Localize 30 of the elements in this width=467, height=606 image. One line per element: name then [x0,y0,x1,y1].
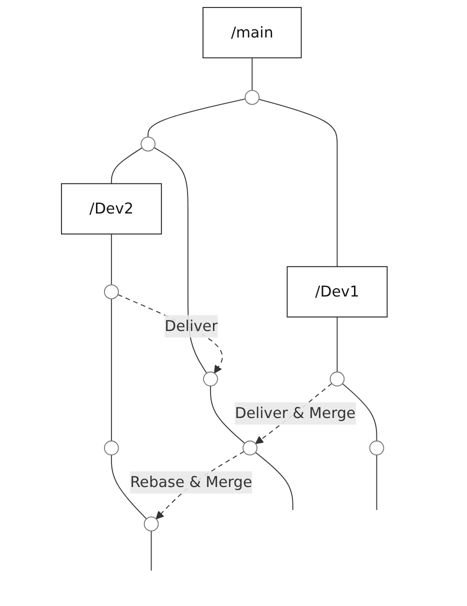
node-box: /main [203,7,302,58]
node-octagon [245,90,260,105]
node-octagon [141,136,156,152]
connector [154,147,208,374]
connector [255,452,294,510]
node-octagon [104,440,120,456]
node-box: /Dev2 [61,183,162,234]
edge-label: Deliver & Merge [235,404,356,422]
node-octagon [370,440,385,456]
edge-label: Deliver [165,317,218,335]
node-octagon [243,440,258,456]
edge-label: Rebase & Merge [130,473,253,491]
connector [210,386,246,444]
node-octagon [104,284,120,300]
arrow [118,294,224,374]
connector [151,530,152,572]
node-octagon [330,372,346,386]
connector [376,454,378,510]
connector [111,234,112,286]
connector [342,383,378,442]
connector [111,454,148,520]
node-box: /Dev1 [287,266,388,318]
connector [111,298,112,442]
connector [258,98,338,268]
connector [111,147,144,184]
connector [252,57,254,91]
node-octagon [204,372,218,386]
connector [148,98,246,138]
connector [337,316,338,372]
node-octagon [144,516,160,532]
